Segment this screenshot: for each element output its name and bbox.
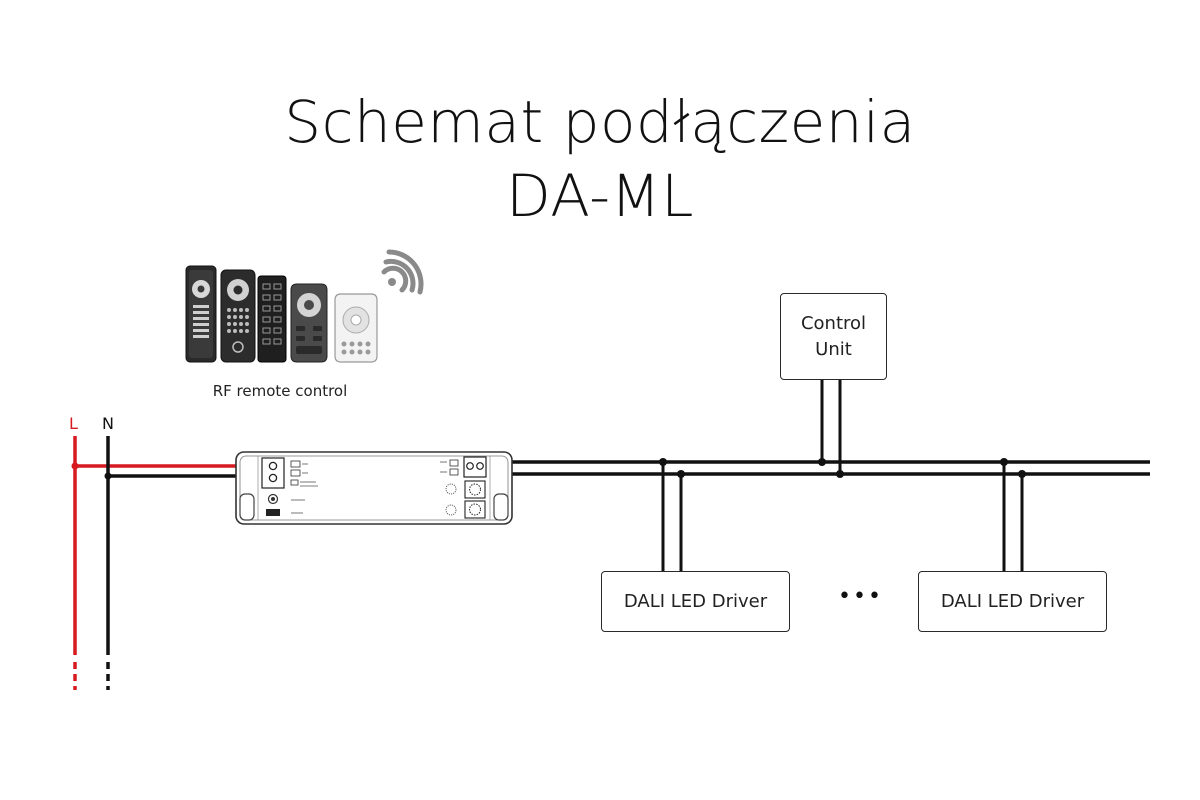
dali-bus — [486, 380, 1150, 572]
remote-2-icon — [220, 269, 256, 363]
control-unit-label-line2: Unit — [815, 338, 852, 360]
dali-driver-box-right: DALI LED Driver — [918, 571, 1107, 632]
da-ml-module — [235, 451, 513, 525]
diagram-title-line2: DA-ML — [506, 162, 694, 230]
remote-1-icon — [185, 265, 217, 363]
remote-3-icon — [257, 275, 287, 363]
dali-driver-label-left: DALI LED Driver — [623, 590, 768, 612]
rf-remotes-illustration — [185, 249, 424, 363]
remote-5-icon — [334, 293, 378, 363]
remote-4-icon — [290, 283, 328, 363]
control-unit-box: Control Unit — [780, 293, 887, 380]
dali-driver-label-right: DALI LED Driver — [940, 590, 1085, 612]
neutral-label: N — [102, 414, 114, 433]
live-label: L — [69, 414, 78, 433]
control-unit-label-line1: Control — [800, 312, 867, 334]
rf-remote-caption: RF remote control — [212, 382, 348, 400]
diagram-title-line1: Schemat podłączenia — [284, 88, 916, 156]
dali-driver-box-left: DALI LED Driver — [601, 571, 790, 632]
wireless-signal-icon — [381, 249, 424, 295]
more-drivers-ellipsis: ••• — [838, 584, 883, 609]
